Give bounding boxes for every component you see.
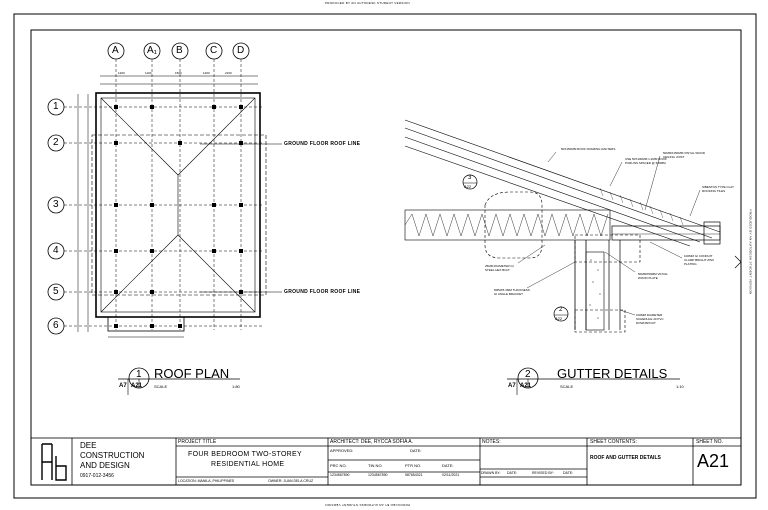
approved-label: APPROVED: — [330, 448, 354, 453]
note-angle-bracket: 5MMX5.4MM THICKNESS GI ANGLE BRACKET — [494, 288, 530, 296]
note-ceiling-joist: 50MMX150MM VINYAL WOOD CEILING JOIST — [663, 151, 706, 159]
note-downspout: 100MM DIAMETER SCHEDULE 40 PVC DOWNSPOUT — [636, 313, 664, 325]
scale-value: 1:80 — [232, 384, 240, 389]
architect: ARCHITECT: DEE, RYCCA SOFIA A. — [330, 439, 413, 445]
section-sheet: A22 — [555, 316, 563, 321]
sheet-no-label: SHEET NO. — [696, 439, 723, 445]
revised-date: DATE: — [563, 471, 574, 475]
grid-row-label: 6 — [53, 320, 59, 331]
sheet-border-outer — [13, 13, 757, 499]
grid-row-label: 4 — [53, 245, 59, 256]
view-title: ROOF PLAN — [154, 366, 230, 381]
revised-by: REVISED BY: — [532, 471, 554, 475]
svg-text:2100: 2100 — [225, 71, 232, 75]
grid-col-label: D — [237, 45, 245, 56]
section-tag: 3 — [468, 175, 472, 181]
section-tag: 2 — [559, 307, 563, 313]
view-ref: A7 — [508, 383, 516, 389]
location: LOCATION: MANILA, PHILIPPINES — [178, 479, 235, 483]
project-title: FOUR BEDROOM TWO-STOREY — [188, 451, 302, 458]
grid-row-label: 3 — [53, 199, 59, 210]
prc-label: PRC NO. — [330, 463, 347, 468]
tin-no: 1234567890 — [368, 473, 388, 477]
drawn-by: DRAWN BY: — [481, 471, 501, 475]
ptr-no: 987654321 — [405, 473, 423, 477]
grid-col-label: A — [112, 45, 119, 56]
note-rafters: 50X150MM ROOF FRAMING RAFTERS — [561, 147, 616, 151]
sheet-contents-label: SHEET CONTENTS: — [590, 439, 637, 445]
view-title: GUTTER DETAILS — [557, 366, 668, 381]
company-phone: 0917-012-3456 — [80, 473, 114, 479]
scale-value: 1:10 — [676, 384, 684, 389]
svg-text:1100: 1100 — [145, 71, 152, 75]
notes-label: NOTES: — [482, 439, 501, 445]
watermark-top: PRODUCED BY AN AUTODESK STUDENT VERSION — [325, 1, 410, 5]
roof-line-callout: GROUND FLOOR ROOF LINE — [284, 289, 361, 295]
note-wood-plate: 50MMX50MM VINYAL WOOD PLATE — [638, 272, 668, 280]
note-conduit-clamp: 100MM GI CONDUIT CLAMP BRIGHT ZINC PLATI… — [684, 254, 715, 266]
prc-no: 1234567890 — [330, 473, 350, 477]
owner: OWNER: JUAN DELA CRUZ — [268, 479, 314, 483]
roof-plan: 1200 1100 1500 1200 2100 — [47, 42, 282, 395]
date-value: 02/11/2021 — [442, 473, 460, 477]
company-name: DEE — [80, 441, 97, 450]
company-name: CONSTRUCTION — [80, 451, 145, 460]
view-ref: A7 — [119, 383, 127, 389]
svg-text:1200: 1200 — [118, 71, 125, 75]
svg-text:1500: 1500 — [175, 71, 182, 75]
sheet-contents: ROOF AND GUTTER DETAILS — [590, 455, 661, 461]
view-sheet: A21 — [131, 383, 143, 389]
grid-col-label: B — [176, 45, 183, 56]
note-roof-tiles: SIBESTOS TYPE CLAY ROOFING TILES — [702, 185, 734, 193]
title-block-frame — [30, 437, 742, 486]
section-sheet: A22 — [464, 184, 472, 189]
gutter-details — [404, 119, 742, 395]
grid-row-label: 5 — [53, 286, 59, 297]
view-number: 1 — [136, 369, 142, 380]
scale-label: SCALE — [154, 384, 168, 389]
checked-date: DATE: — [507, 471, 518, 475]
view-number: 2 — [525, 369, 531, 380]
note-purlins: USE 50X100MM 1.2MM ROOF PURLINS SPACED @… — [625, 157, 667, 165]
grid-col-label: C — [210, 45, 218, 56]
project-title-label: PROJECT TITLE — [178, 439, 217, 445]
scale-label: SCALE — [560, 384, 574, 389]
view-sheet: A21 — [520, 383, 532, 389]
company-logo — [41, 443, 67, 481]
project-title: RESIDENTIAL HOME — [211, 461, 285, 468]
grid-row-label: 2 — [53, 137, 59, 148]
sheet-no: A21 — [697, 451, 730, 471]
note-hex-bolt: 25MM DIAMETER GI STEEL HEX BOLT — [485, 264, 514, 272]
svg-text:1200: 1200 — [203, 71, 210, 75]
ptr-label: PTR NO. — [405, 463, 422, 468]
grid-row-label: 1 — [53, 101, 59, 112]
tin-label: TIN NO. — [368, 463, 383, 468]
grid-col-label: A₁ — [147, 45, 158, 56]
company-name: AND DESIGN — [80, 461, 130, 470]
date2-label: DATE: — [442, 463, 454, 468]
roof-line-callout: GROUND FLOOR ROOF LINE — [284, 141, 361, 147]
date-label: DATE: — [410, 448, 422, 453]
